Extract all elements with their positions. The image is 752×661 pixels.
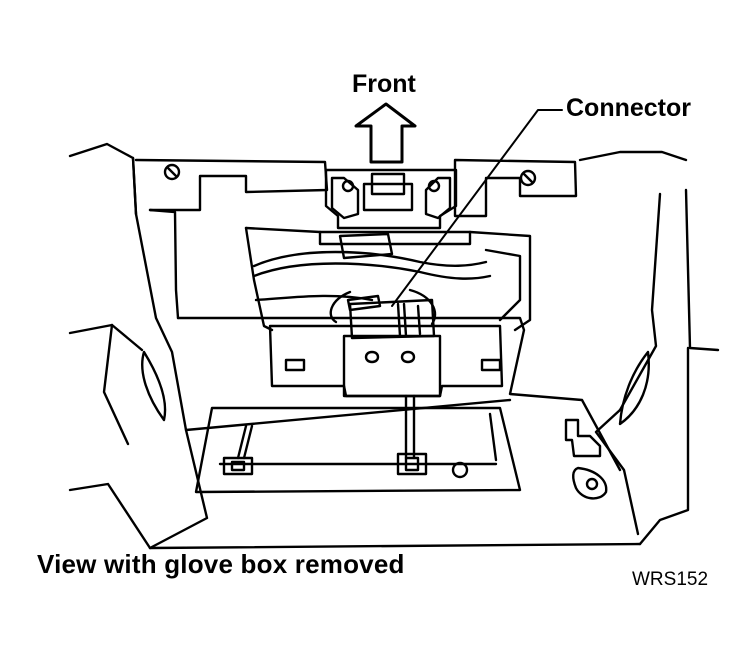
inner-cavity [244,226,532,332]
figure-id: WRS152 [632,569,709,590]
mounting-plate [268,324,504,412]
top-dash-rail [134,158,578,320]
figure-caption: View with glove box removed [37,549,405,579]
center-bracket [324,168,458,230]
left-mount-screw [163,163,181,181]
floor-hole [451,461,469,479]
connector-label: Connector [566,94,691,122]
right-mount-screw [519,169,537,187]
left-floor-clip [222,456,254,476]
right-vent-slot [618,350,650,426]
right-side-panel [578,150,720,546]
left-vent-slot [141,350,167,422]
wire-harness [252,250,488,268]
right-floor-bracket [564,418,608,500]
left-side-panel [68,142,209,550]
center-floor-clip [396,452,428,476]
front-label: Front [352,70,416,98]
front-arrow [354,102,417,164]
connector-leader-line [391,109,563,307]
glove-box-floor [148,316,642,550]
